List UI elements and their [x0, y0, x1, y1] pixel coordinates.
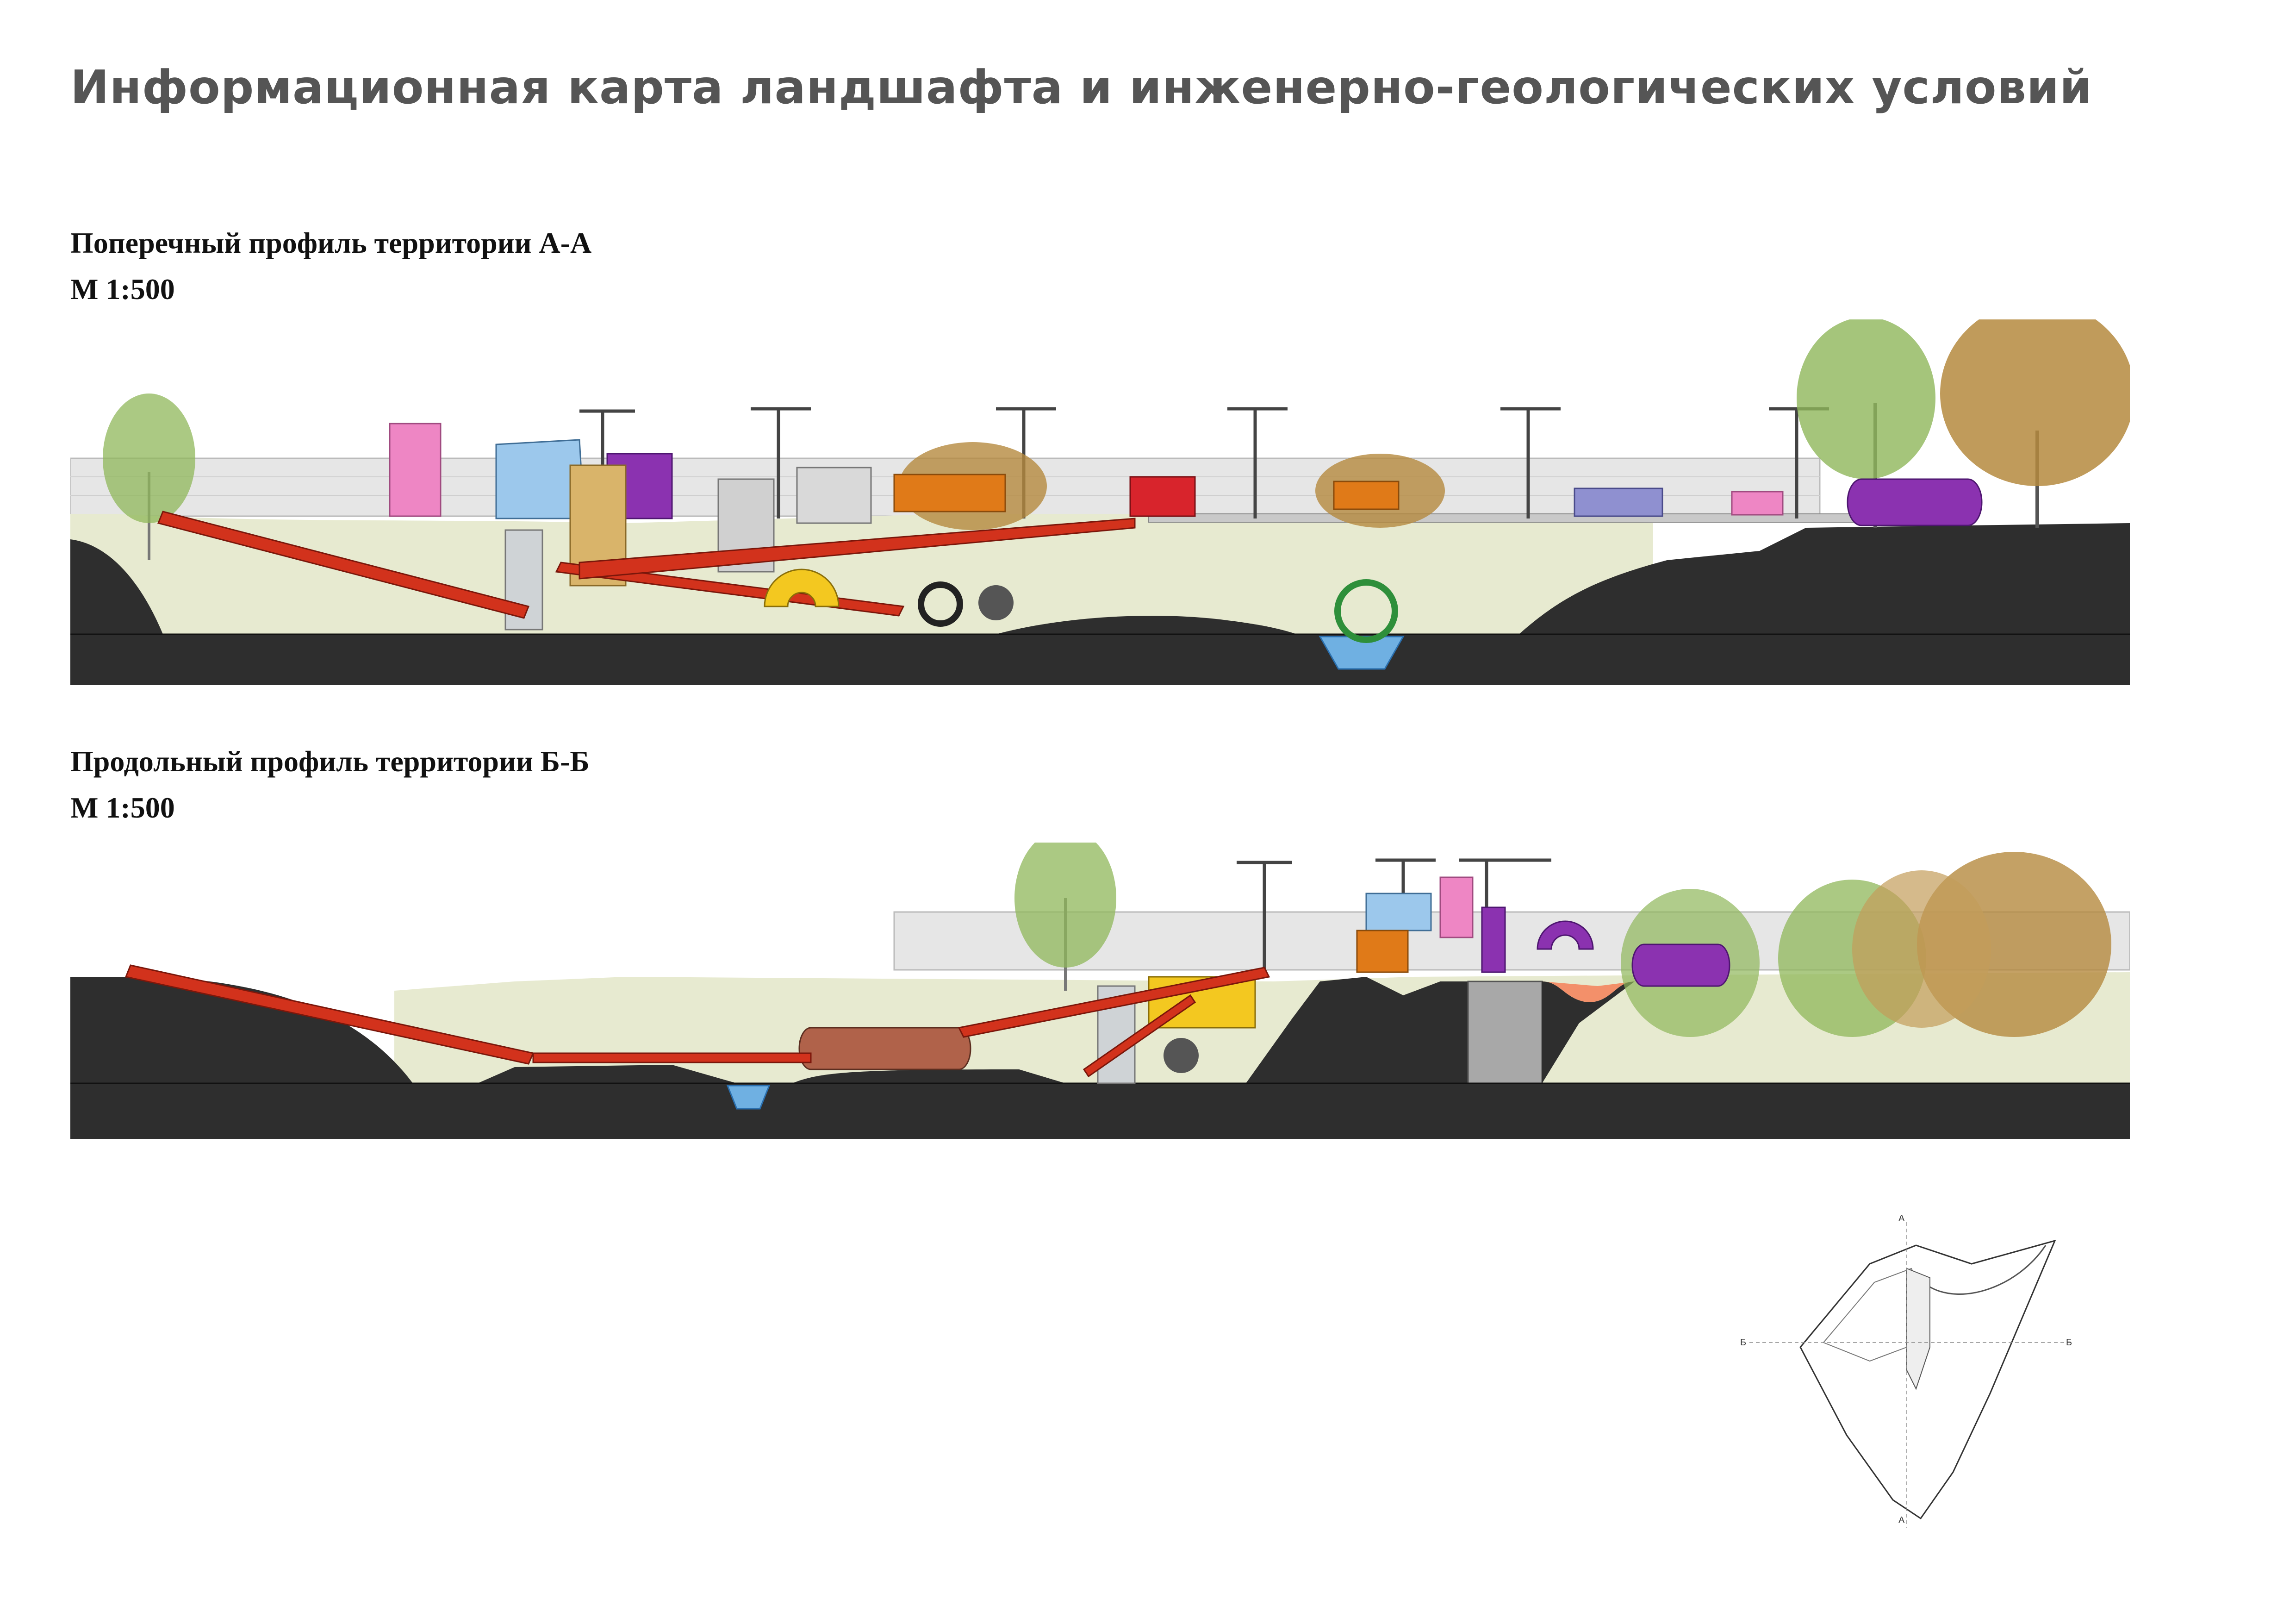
- ground-mound-b: [792, 1069, 1065, 1083]
- yellow-arch: [764, 568, 840, 607]
- path-line: [1929, 1245, 2047, 1295]
- pink-panel: [1439, 876, 1474, 938]
- ground-base: [70, 634, 2130, 685]
- green-ring: [1334, 579, 1398, 643]
- grey-block-b: [796, 467, 872, 524]
- salmon-surface: [1542, 981, 1635, 1002]
- orange-box-a: [893, 474, 1006, 512]
- building-outline: [1906, 1268, 1930, 1390]
- cut-b-left-label: Б: [1740, 1337, 1746, 1348]
- tree-green-left: [103, 394, 195, 560]
- blue-block: [1365, 893, 1432, 931]
- cut-b-right-label: Б: [2066, 1337, 2072, 1348]
- tree-row-right: [1621, 852, 2111, 1037]
- sheet-title: Информационная карта ландшафта и инженер…: [70, 60, 2093, 114]
- cut-a-bottom-label: А: [1898, 1515, 1905, 1525]
- orange-box-b: [1333, 481, 1400, 510]
- black-ring: [918, 581, 963, 627]
- pink-panel: [389, 423, 442, 517]
- red-slide-left: [124, 964, 535, 1065]
- paved-platform: [1148, 513, 1959, 523]
- ground-right-mass: [1246, 977, 1468, 1083]
- purple-tunnel: [1847, 478, 1983, 526]
- site-boundary: [1799, 1239, 2056, 1520]
- purple-post: [1481, 906, 1506, 973]
- ground-right-tail: [1542, 981, 1635, 1083]
- section-aa-name: Поперечный профиль территории А-А: [70, 226, 592, 259]
- cut-a-top-label: А: [1898, 1213, 1905, 1224]
- purple-tunnel: [1631, 943, 1730, 987]
- brown-tunnel: [798, 1027, 971, 1070]
- ground-left-mound: [70, 539, 163, 634]
- lilac-box: [1574, 487, 1663, 517]
- ground-right-mound: [1519, 523, 2130, 634]
- ground-center-mound: [996, 616, 1297, 634]
- tree-autumn-right: [1940, 319, 2130, 528]
- red-slide-bridge: [579, 518, 1136, 580]
- key-plan: А А Б Б: [1740, 1213, 2073, 1528]
- tree-green-center: [1014, 843, 1116, 991]
- water-channel: [726, 1085, 771, 1110]
- red-slide-right: [958, 967, 1270, 1038]
- grey-retaining-block: [1467, 981, 1543, 1084]
- red-box: [1129, 476, 1196, 517]
- ground-base: [70, 1083, 2130, 1139]
- section-aa-scale: М 1:500: [70, 273, 175, 306]
- longitudinal-section-bb-drawing: [70, 843, 2130, 1139]
- red-slide-left: [157, 511, 530, 619]
- ground-mound-a: [478, 1065, 737, 1083]
- grass-fill: [70, 514, 1653, 639]
- pink-box: [1731, 491, 1784, 516]
- section-bb-scale: М 1:500: [70, 791, 175, 824]
- grey-ball: [978, 585, 1014, 620]
- purple-arch: [1537, 920, 1594, 950]
- cross-section-aa-drawing: [70, 319, 2130, 685]
- orange-box: [1356, 930, 1409, 973]
- red-slide-short: [1083, 994, 1196, 1078]
- grey-ball: [1164, 1038, 1199, 1073]
- ground-left-mound: [70, 977, 413, 1083]
- section-bb-name: Продольный профиль территории Б-Б: [70, 745, 590, 778]
- red-slide-flat: [532, 1052, 812, 1063]
